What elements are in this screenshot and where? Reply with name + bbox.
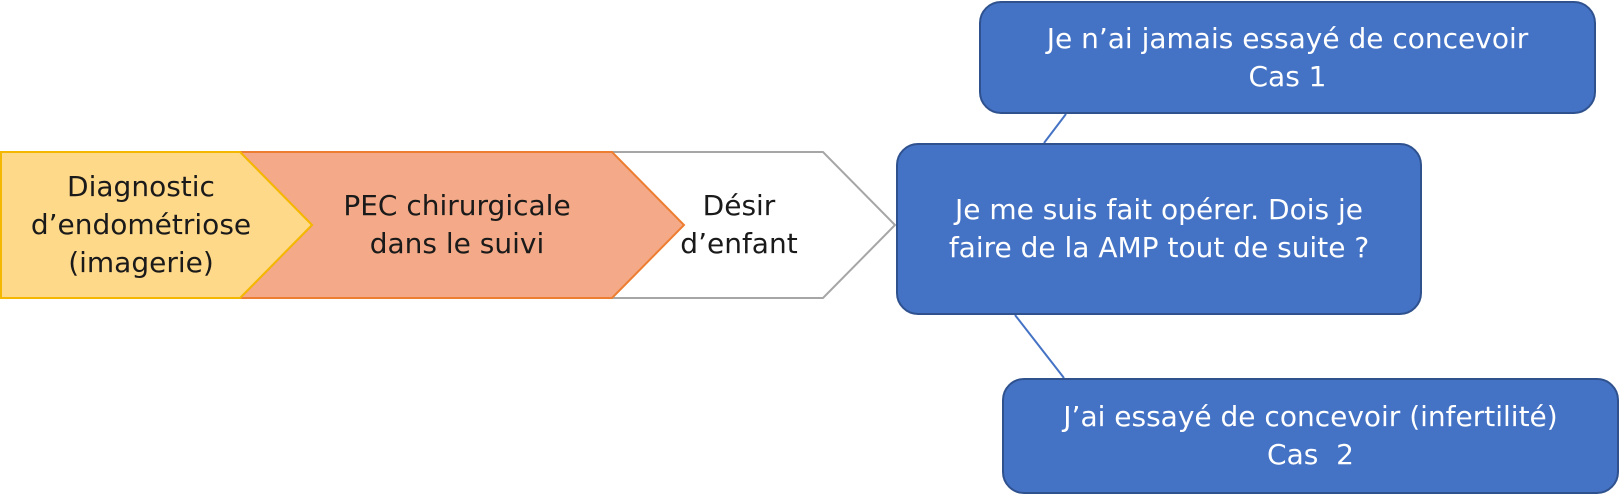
text-line: Diagnostic xyxy=(67,170,215,203)
box-cas-1: Je n’ai jamais essayé de concevoir Cas 1 xyxy=(979,1,1596,114)
text-line: (imagerie) xyxy=(68,246,214,279)
box-question-center: Je me suis fait opérer. Dois je faire de… xyxy=(896,143,1422,315)
box-line: Cas 1 xyxy=(1248,59,1327,93)
box-cas-2: J’ai essayé de concevoir (infertilité) C… xyxy=(1002,378,1619,494)
box-line: Cas 2 xyxy=(1267,438,1354,471)
chevron-diagnostic xyxy=(0,151,314,299)
connector-bottom xyxy=(1014,314,1065,379)
text-line: dans le suivi xyxy=(369,227,545,260)
chevron-desir-enfant-label: Désir d’enfant xyxy=(655,152,823,298)
box-line: Je me suis fait opérer. Dois je xyxy=(954,193,1364,226)
chevron-pec-chirurgicale-label: PEC chirurgicale dans le suivi xyxy=(316,152,598,298)
chevron-diagnostic-label: Diagnostic d’endométriose (imagerie) xyxy=(10,152,272,298)
box-line: J’ai essayé de concevoir (infertilité) xyxy=(1063,400,1558,433)
text-line: d’enfant xyxy=(680,227,798,260)
text-line: Désir xyxy=(702,189,776,222)
text-line: d’endométriose xyxy=(30,208,252,241)
box-line: faire de la AMP tout de suite ? xyxy=(948,231,1370,264)
text-line: PEC chirurgicale xyxy=(343,189,571,222)
connector-top xyxy=(1043,113,1067,144)
box-line: Je n’ai jamais essayé de concevoir xyxy=(1046,21,1529,55)
